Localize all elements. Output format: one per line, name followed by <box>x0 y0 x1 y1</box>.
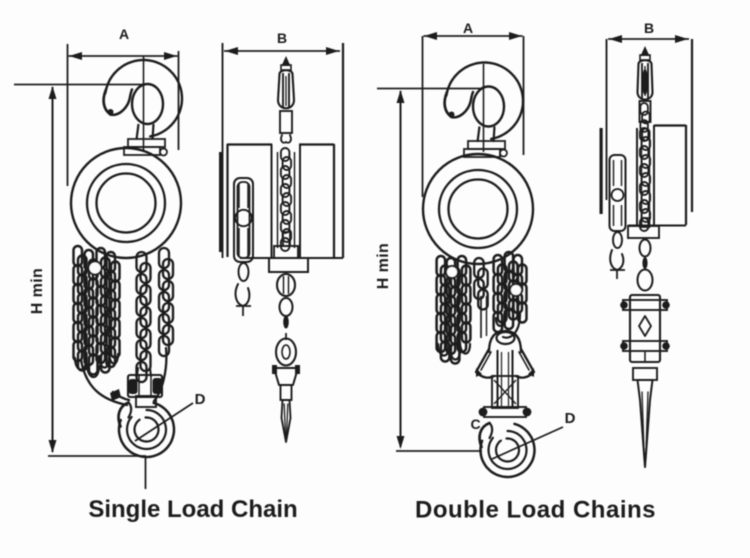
svg-text:H min: H min <box>375 243 392 289</box>
svg-text:C: C <box>470 416 480 432</box>
svg-text:B: B <box>277 30 287 46</box>
svg-text:H min: H min <box>29 268 46 314</box>
svg-text:D: D <box>195 391 206 408</box>
svg-text:Double Load Chains: Double Load Chains <box>415 497 656 524</box>
svg-text:A: A <box>463 20 473 36</box>
svg-text:Single Load Chain: Single Load Chain <box>88 496 297 523</box>
svg-text:D: D <box>565 410 576 427</box>
svg-text:A: A <box>119 26 129 42</box>
svg-text:B: B <box>644 20 654 36</box>
